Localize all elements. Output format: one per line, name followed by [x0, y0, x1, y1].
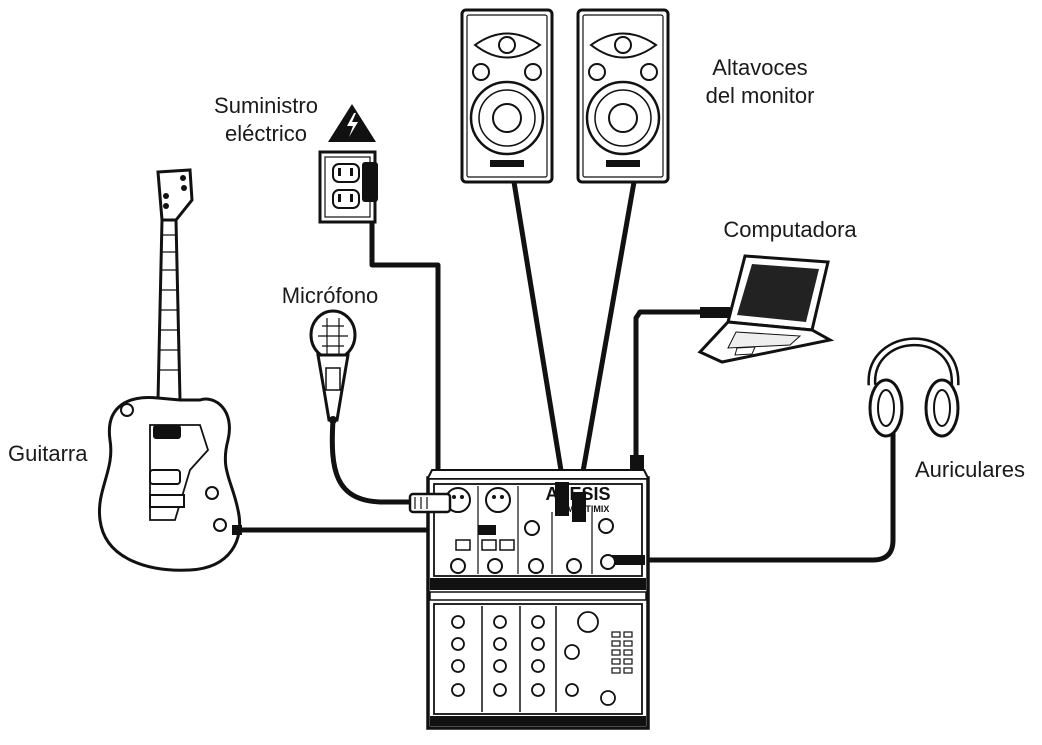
mixer-device	[408, 469, 650, 730]
level-meter	[611, 631, 633, 674]
headphones-cable	[637, 429, 896, 563]
label-speakers-line1: Altavoces	[712, 55, 808, 80]
label-monitor-speakers: Altavoces del monitor	[686, 54, 834, 110]
label-microphone: Micrófono	[250, 282, 410, 310]
usb-cable	[633, 309, 703, 463]
label-power-line1: Suministro	[214, 93, 318, 118]
laptop-icon	[630, 254, 835, 471]
label-headphones: Auriculares	[900, 456, 1040, 484]
speaker-right	[576, 8, 670, 184]
label-computer: Computadora	[700, 216, 880, 244]
right-speaker-cable	[575, 179, 637, 503]
left-speaker-cable	[511, 179, 568, 498]
label-power-supply: Suministro eléctrico	[196, 92, 336, 148]
cables	[235, 179, 896, 563]
label-microphone-text: Micrófono	[281, 283, 379, 308]
channel-knobs	[451, 611, 616, 706]
mixer-model: MULTIMIX	[567, 504, 610, 514]
warning-icon	[328, 104, 376, 142]
speaker-left	[460, 8, 554, 184]
headphones-icon	[867, 337, 960, 438]
microphone-icon	[309, 309, 357, 424]
label-computer-text: Computadora	[723, 217, 857, 242]
guitar-icon	[97, 168, 242, 572]
label-headphones-text: Auriculares	[914, 457, 1026, 482]
label-guitar: Guitarra	[8, 440, 87, 468]
microphone-cable	[329, 417, 418, 505]
power-cable	[369, 202, 441, 481]
mixer-brand: ALESIS	[545, 484, 610, 504]
label-speakers-line2: del monitor	[705, 83, 815, 108]
power-outlet-icon	[318, 150, 378, 224]
label-guitar-text: Guitarra	[8, 441, 88, 466]
label-power-line2: eléctrico	[225, 121, 307, 146]
